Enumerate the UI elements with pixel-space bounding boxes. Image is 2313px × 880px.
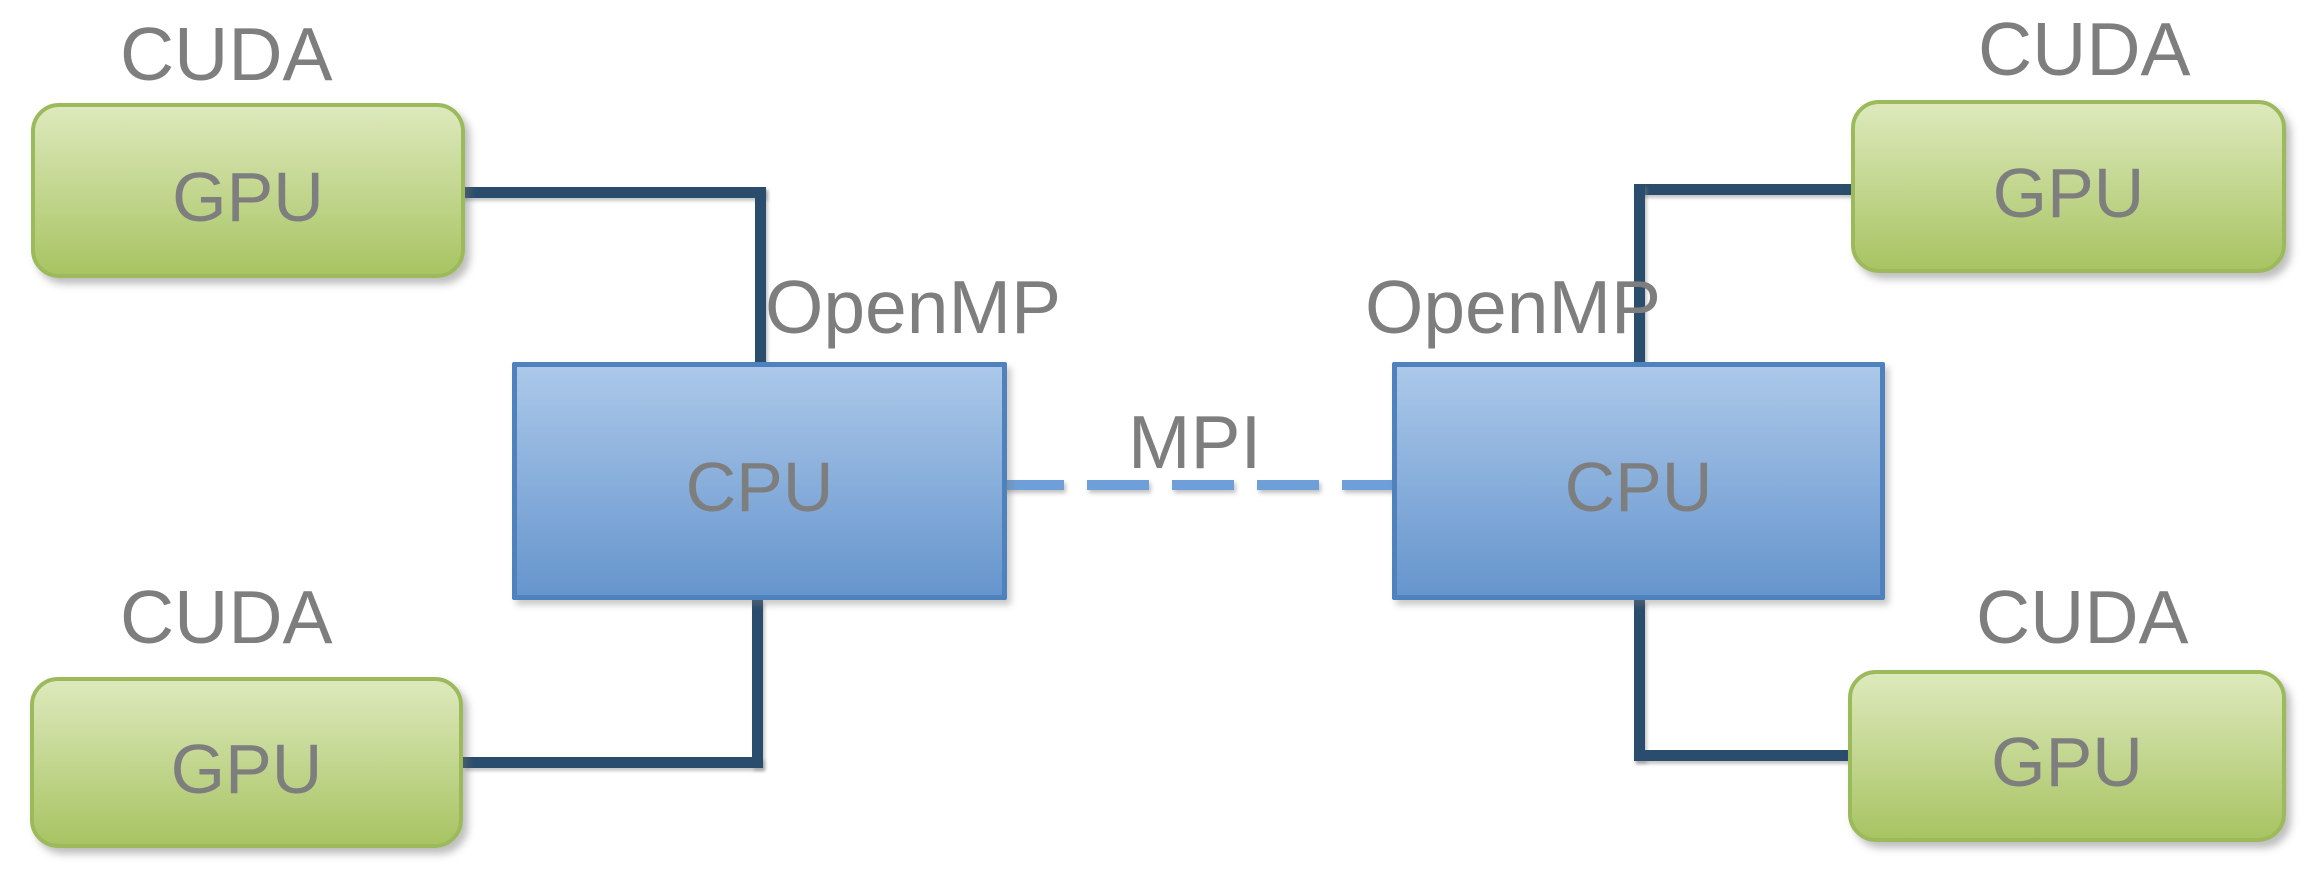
cuda-label-top-left: CUDA — [120, 12, 333, 96]
openmp-label-left: OpenMP — [765, 265, 1061, 349]
cuda-label-bottom-right: CUDA — [1976, 575, 2189, 659]
gpu-node-top-right: GPU — [1851, 100, 2286, 273]
connector-cpu-left-to-gpu-bottom-left-vertical — [752, 600, 763, 768]
openmp-label-right: OpenMP — [1365, 265, 1661, 349]
gpu-node-bottom-left: GPU — [30, 677, 463, 848]
gpu-node-top-left: GPU — [31, 103, 465, 278]
connector-gpu-top-left-to-cpu-left-vertical — [755, 187, 766, 362]
connector-gpu-top-left-to-cpu-left-horizontal — [460, 187, 766, 198]
gpu-node-bottom-right: GPU — [1848, 670, 2286, 842]
gpu-label: GPU — [1992, 153, 2145, 232]
gpu-label: GPU — [172, 157, 324, 236]
connector-cpu-right-to-gpu-bottom-right-vertical — [1634, 600, 1645, 761]
connector-cpu-left-to-gpu-bottom-left-horizontal — [463, 757, 763, 768]
mpi-label: MPI — [1128, 400, 1262, 484]
cpu-label: CPU — [1564, 448, 1713, 526]
cpu-node-right: CPU — [1392, 362, 1885, 600]
connector-gpu-top-right-to-cpu-right-horizontal — [1634, 184, 1851, 195]
cuda-label-bottom-left: CUDA — [120, 575, 333, 659]
mpi-dashed-line — [1002, 480, 1394, 490]
connector-gpu-top-right-to-cpu-right-vertical — [1634, 184, 1645, 362]
connector-cpu-right-to-gpu-bottom-right-horizontal — [1634, 750, 1848, 761]
gpu-label: GPU — [1991, 723, 2143, 801]
gpu-label: GPU — [170, 729, 323, 808]
cuda-label-top-right: CUDA — [1978, 7, 2191, 91]
cpu-label: CPU — [685, 448, 834, 526]
cpu-node-left: CPU — [512, 362, 1007, 600]
